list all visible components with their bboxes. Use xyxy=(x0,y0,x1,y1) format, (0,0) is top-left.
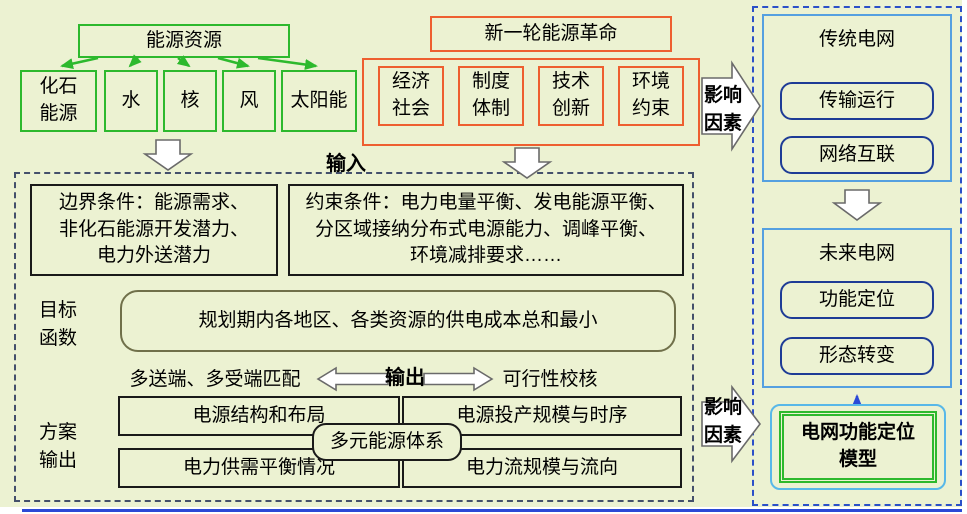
grid-model-box: 电网功能定位 模型 xyxy=(779,411,937,483)
revolution-item-environment: 环境 约束 xyxy=(618,66,684,126)
output-box-structure: 电源结构和布局 xyxy=(118,396,400,436)
multi-energy-system-pill: 多元能源体系 xyxy=(312,423,462,461)
objective-box: 规划期内各地区、各类资源的供电成本总和最小 xyxy=(120,290,676,352)
energy-revolution-group-box xyxy=(362,58,700,146)
match-label: 多送端、多受端匹配 xyxy=(129,369,301,390)
revolution-item-technology: 技术 创新 xyxy=(538,66,604,126)
input-down-arrow-left-icon xyxy=(142,139,194,171)
future-grid-box xyxy=(762,228,952,388)
output-box-flow: 电力流规模与流向 xyxy=(402,448,682,488)
energy-item-wind: 风 xyxy=(222,70,276,132)
function-positioning-box: 功能定位 xyxy=(780,281,934,319)
revolution-item-institution: 制度 体制 xyxy=(458,66,524,126)
planning-model-container xyxy=(14,172,694,502)
network-interconnection-box: 网络互联 xyxy=(780,136,934,174)
resource-fanout-arrows-icon xyxy=(60,54,318,70)
energy-item-nuclear: 核 xyxy=(163,70,217,132)
traditional-grid-title: 传统电网 xyxy=(818,28,895,50)
energy-item-fossil: 化石 能源 xyxy=(20,70,97,132)
influence-factor-bottom-label: 影响 因素 xyxy=(703,397,742,446)
output-box-balance: 电力供需平衡情况 xyxy=(118,448,400,488)
revolution-item-economy: 经济 社会 xyxy=(378,66,444,126)
input-label: 输入 xyxy=(326,153,366,175)
scheme-output-label: 方案 输出 xyxy=(38,422,77,471)
energy-resources-title: 能源资源 xyxy=(78,24,290,58)
feasibility-label: 可行性校核 xyxy=(502,369,598,390)
influence-factor-top-label: 影响 因素 xyxy=(703,85,742,134)
form-transformation-box: 形态转变 xyxy=(780,337,934,375)
future-grid-title: 未来电网 xyxy=(818,242,895,264)
energy-revolution-title: 新一轮能源革命 xyxy=(430,16,672,52)
grid-panel-container xyxy=(752,6,962,506)
boundary-conditions-box: 边界条件：能源需求、 非化石能源开发潜力、 电力外送潜力 xyxy=(30,184,278,276)
grid-model-outer-box: 电网功能定位 模型 xyxy=(770,404,946,490)
output-label: 输出 xyxy=(385,367,425,389)
energy-item-water: 水 xyxy=(104,70,158,132)
right-edge-strip xyxy=(962,0,967,514)
bottom-blue-line xyxy=(22,509,962,512)
objective-function-label: 目标 函数 xyxy=(38,300,77,349)
output-box-scale: 电源投产规模与时序 xyxy=(402,396,682,436)
energy-item-solar: 太阳能 xyxy=(281,70,357,132)
transmission-operation-box: 传输运行 xyxy=(780,82,934,120)
traditional-grid-box xyxy=(762,14,952,182)
constraint-conditions-box: 约束条件：电力电量平衡、发电能源平衡、 分区域接纳分布式电源能力、调峰平衡、 环… xyxy=(288,184,684,276)
